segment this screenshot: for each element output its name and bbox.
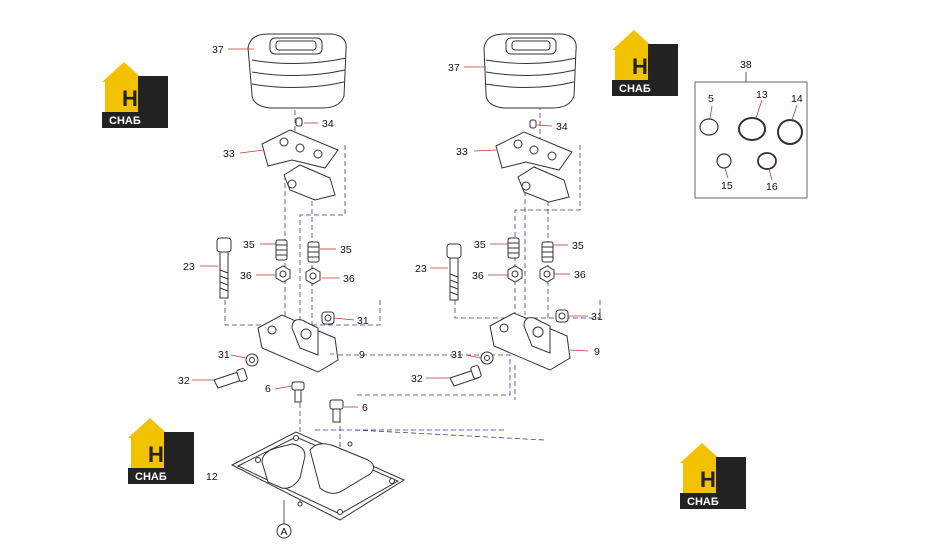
- callout-23-right: 23: [415, 263, 427, 275]
- callout-36-b: 36: [343, 273, 355, 285]
- callout-36-b-right: 36: [574, 269, 586, 281]
- logo-top-right: НЗ СНАБ: [612, 30, 678, 96]
- nut-left-b: [305, 267, 321, 285]
- kit-item-13: 13: [756, 89, 768, 101]
- callout-31-b: 31: [218, 349, 230, 361]
- logo-top-left: НЗ СНАБ: [102, 62, 168, 128]
- callout-35-a: 35: [243, 239, 255, 251]
- nut-right-b: [539, 265, 555, 283]
- callout-32: 32: [178, 375, 190, 387]
- svg-text:A: A: [281, 526, 288, 538]
- seal-ring-5: [699, 118, 719, 136]
- leaders-left: [192, 48, 358, 408]
- shaft-right: [449, 365, 482, 387]
- nut-right-a: [507, 265, 523, 283]
- callout-32-right: 32: [411, 373, 423, 385]
- boot-right: [483, 33, 577, 109]
- bolt-right: [446, 243, 462, 301]
- svg-text:СНАБ: СНАБ: [109, 115, 141, 127]
- callout-6-b: 6: [362, 402, 368, 414]
- kit-item-15: 15: [721, 180, 733, 192]
- bracket-right: [495, 131, 573, 203]
- bushing-right-b: [480, 351, 494, 365]
- base-plate: [230, 431, 406, 521]
- logo-bottom-right: НЗ СНАБ: [680, 443, 746, 509]
- kit-item-5: 5: [708, 93, 714, 105]
- callouts-left: 37 34 33 35 35 23 36 36 31 9 31 32 6 6 1…: [178, 44, 369, 483]
- svg-text:СНАБ: СНАБ: [135, 471, 167, 483]
- seal-ring-16: [757, 152, 777, 170]
- callout-37: 37: [212, 44, 224, 56]
- callout-36-a: 36: [240, 270, 252, 282]
- callout-9: 9: [359, 349, 365, 361]
- bushing-left-b: [245, 353, 259, 367]
- screw-left-a: [291, 381, 305, 403]
- callout-31-a-right: 31: [591, 311, 603, 323]
- callout-34-right: 34: [556, 121, 568, 133]
- callouts-right: 37 34 33 35 35 23 36 36 31 9 31 32: [411, 62, 603, 385]
- callout-33: 33: [223, 148, 235, 160]
- bushing-right-a: [555, 309, 569, 323]
- seal-ring-15: [716, 153, 732, 169]
- svg-text:НЗ: НЗ: [632, 54, 662, 79]
- pin-right: [529, 119, 537, 129]
- section-marker-a: A: [276, 500, 292, 539]
- svg-text:НЗ: НЗ: [148, 442, 178, 467]
- bolt-left: [216, 237, 232, 299]
- logo-bottom-left: НЗ СНАБ: [128, 418, 194, 484]
- callout-35-a-right: 35: [474, 239, 486, 251]
- svg-text:СНАБ: СНАБ: [619, 83, 651, 95]
- callout-36-a-right: 36: [472, 270, 484, 282]
- kit-item-14: 14: [791, 93, 803, 105]
- seal-ring-13: [738, 117, 766, 141]
- spring-left-a: [275, 239, 288, 261]
- seal-kit-box: 38 5 13 14 15 16: [694, 59, 808, 199]
- screw-left-b: [329, 399, 344, 423]
- callout-33-right: 33: [456, 146, 468, 158]
- callout-23: 23: [183, 261, 195, 273]
- spring-left-b: [307, 241, 320, 263]
- housing-left: [257, 314, 339, 373]
- callout-37-right: 37: [448, 62, 460, 74]
- svg-text:НЗ: НЗ: [122, 86, 152, 111]
- housing-right: [489, 312, 571, 371]
- bushing-left-a: [321, 311, 335, 325]
- shaft-left: [213, 368, 248, 389]
- callout-31-a: 31: [357, 315, 369, 327]
- svg-text:НЗ: НЗ: [700, 467, 730, 492]
- svg-text:СНАБ: СНАБ: [687, 496, 719, 508]
- kit-item-16: 16: [766, 181, 778, 193]
- callout-34: 34: [322, 118, 334, 130]
- spring-right-a: [507, 237, 520, 259]
- callout-9-right: 9: [594, 346, 600, 358]
- leaders-right: [426, 66, 589, 379]
- pin-left: [295, 117, 303, 127]
- seal-ring-14: [777, 119, 803, 145]
- callout-31-b-right: 31: [451, 349, 463, 361]
- callout-12: 12: [206, 471, 218, 483]
- kit-title: 38: [740, 59, 752, 71]
- bracket-left: [261, 129, 339, 201]
- callout-6-a: 6: [265, 383, 271, 395]
- callout-35-b: 35: [340, 244, 352, 256]
- nut-left-a: [275, 265, 291, 283]
- spring-right-b: [541, 241, 554, 263]
- boot-left: [247, 33, 347, 109]
- callout-35-b-right: 35: [572, 240, 584, 252]
